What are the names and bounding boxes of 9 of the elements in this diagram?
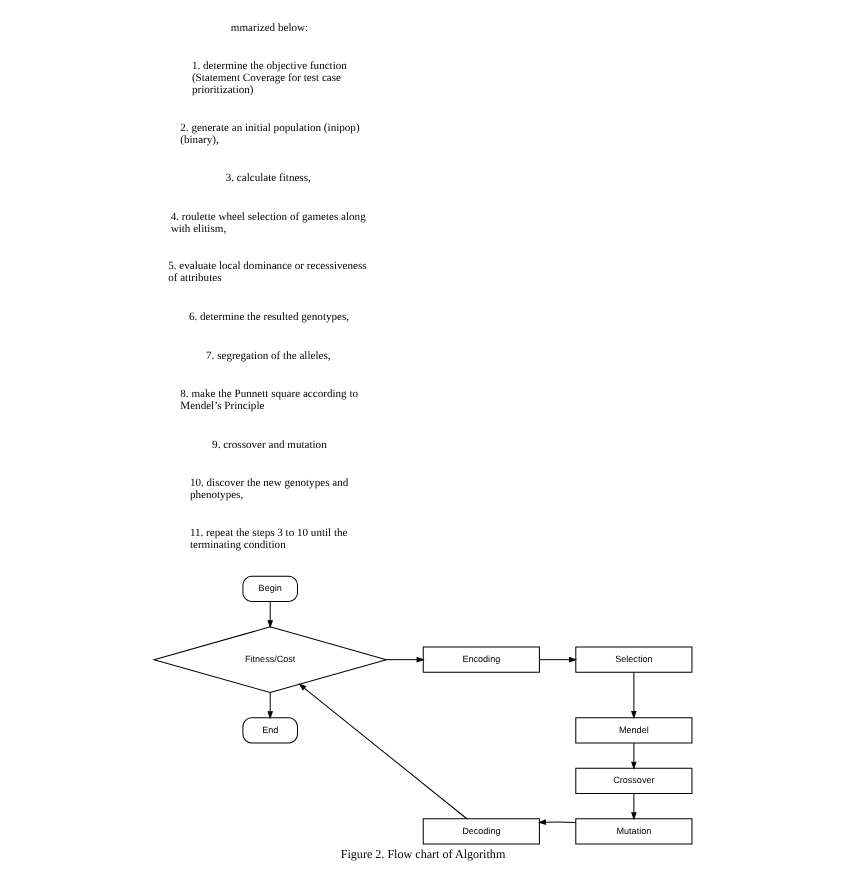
- arrow: [630, 742, 636, 770]
- arrow: [630, 671, 636, 719]
- arrow: [266, 692, 273, 720]
- arrow: [630, 793, 636, 821]
- arrow: [385, 656, 424, 663]
- arrow: [266, 601, 273, 629]
- arrow: [297, 683, 467, 820]
- arrow: [536, 819, 576, 825]
- arrow: [537, 656, 577, 663]
